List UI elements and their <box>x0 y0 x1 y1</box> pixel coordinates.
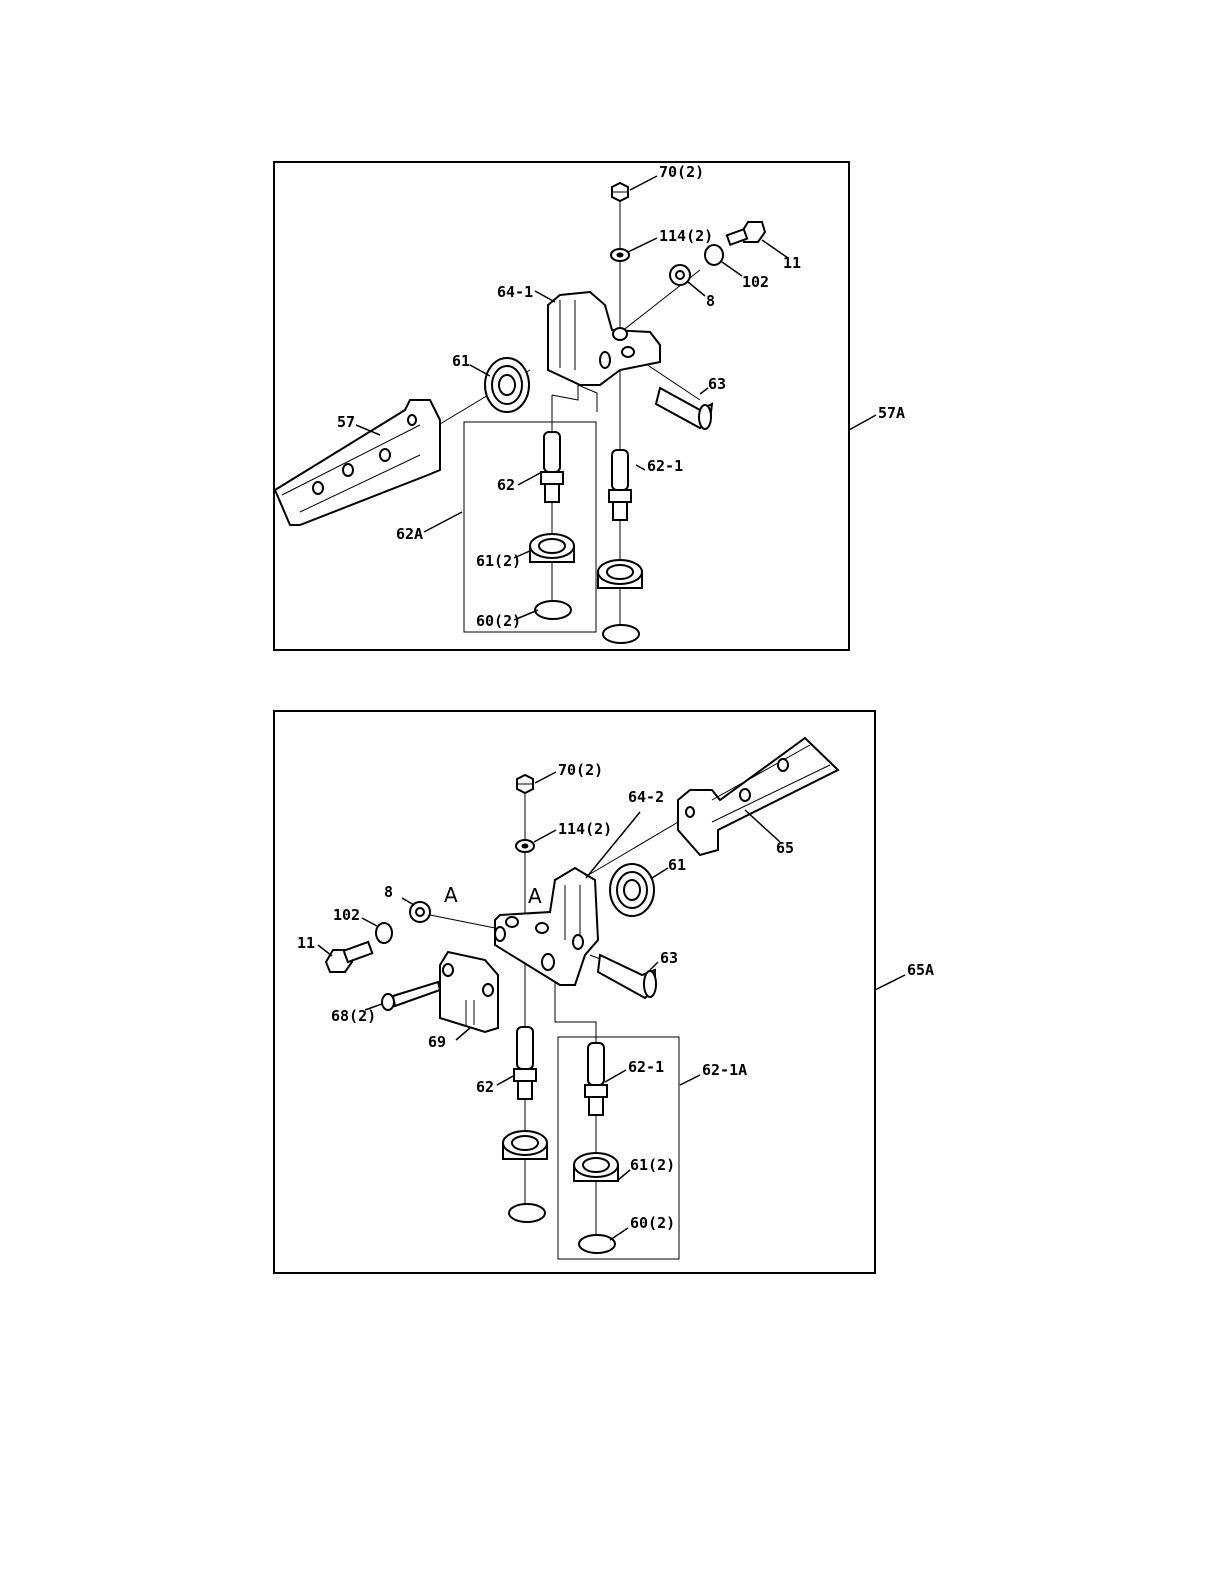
label-nut: 70(2) <box>659 163 704 181</box>
shaft-62-1-icon <box>609 450 631 520</box>
label-pin: 63 <box>708 375 726 393</box>
pin-icon <box>656 388 712 429</box>
diagram-65a: 70(2) 114(2) 64-2 65 61 8 A A 102 11 63 … <box>274 711 934 1273</box>
bearing-icon <box>574 1153 618 1181</box>
pin-icon <box>598 955 656 998</box>
label-lockwasher: 102 <box>333 906 360 924</box>
label-ring-pair: 60(2) <box>476 612 521 630</box>
label-plate: 69 <box>428 1033 446 1051</box>
label-assembly: 65A <box>907 961 934 979</box>
hex-nut-icon <box>517 775 533 793</box>
arm-57-icon <box>275 400 440 525</box>
label-pin: 63 <box>660 949 678 967</box>
arm-65-icon <box>678 738 838 855</box>
bearing-icon <box>503 1131 547 1159</box>
label-bracket: 64-1 <box>497 283 533 301</box>
retaining-ring-icon <box>509 1204 545 1222</box>
label-washer: 8 <box>384 883 393 901</box>
label-bearing: 61 <box>452 352 470 370</box>
label-bracket: 64-2 <box>628 788 664 806</box>
label-bolt: 11 <box>297 934 315 952</box>
bracket-64-1-icon <box>548 292 660 385</box>
label-subassembly: 62A <box>396 525 423 543</box>
label-bearing: 61 <box>668 856 686 874</box>
label-shaft: 62 <box>497 476 515 494</box>
shaft-62-1-icon <box>585 1043 607 1115</box>
bearing-icon <box>598 560 642 588</box>
bearing-icon <box>530 534 574 562</box>
cover-plate-icon <box>440 952 498 1032</box>
bearing-icon <box>485 358 529 412</box>
label-subassembly: 62-1A <box>702 1061 747 1079</box>
bolt-icon <box>326 942 372 972</box>
label-ring-pair: 60(2) <box>630 1214 675 1232</box>
retaining-ring-icon <box>579 1235 615 1253</box>
subassembly-box-62a <box>464 422 596 632</box>
label-washer-small: 114(2) <box>659 227 713 245</box>
label-lockwasher: 102 <box>742 273 769 291</box>
retaining-ring-icon <box>603 625 639 643</box>
label-bearing-pair: 61(2) <box>630 1156 675 1174</box>
label-nut: 70(2) <box>558 761 603 779</box>
bracket-64-2-icon <box>495 868 598 985</box>
label-washer-small: 114(2) <box>558 820 612 838</box>
hex-nut-icon <box>612 183 628 201</box>
label-shaft-alt: 62-1 <box>647 457 683 475</box>
label-shaft-alt: 62-1 <box>628 1058 664 1076</box>
retaining-ring-icon <box>535 601 571 619</box>
shaft-62-icon <box>541 432 563 502</box>
lock-washer-icon <box>705 245 723 265</box>
label-ref-a-bracket: A <box>528 884 542 908</box>
shaft-62-icon <box>514 1027 536 1099</box>
label-shaft: 62 <box>476 1078 494 1096</box>
label-screw: 68(2) <box>331 1007 376 1025</box>
label-washer: 8 <box>706 292 715 310</box>
bearing-icon <box>610 864 654 916</box>
label-ref-a: A <box>444 883 458 907</box>
diagram-57a: 70(2) 114(2) 11 102 8 64-1 61 63 57 62 6… <box>274 162 905 650</box>
label-arm: 57 <box>337 413 355 431</box>
label-bearing-pair: 61(2) <box>476 552 521 570</box>
label-arm: 65 <box>776 839 794 857</box>
lock-washer-icon <box>376 923 392 943</box>
label-assembly: 57A <box>878 404 905 422</box>
bolt-icon <box>727 222 765 245</box>
label-bolt: 11 <box>783 254 801 272</box>
screw-icon <box>382 982 440 1010</box>
